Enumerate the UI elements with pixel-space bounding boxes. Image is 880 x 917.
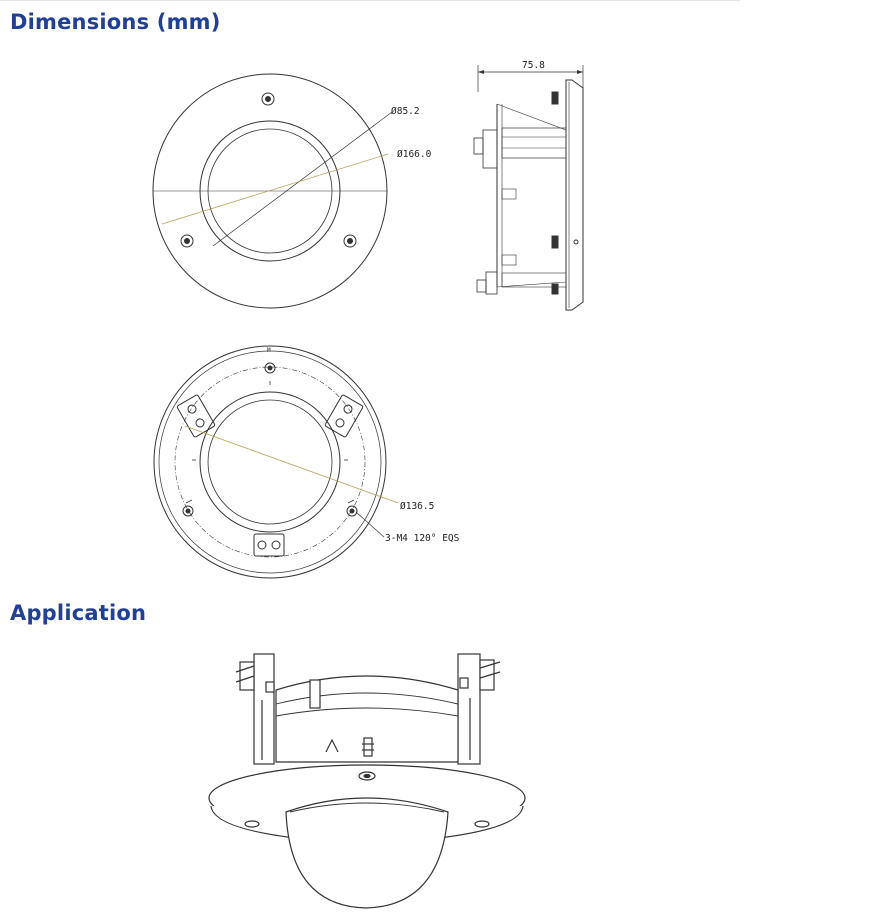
front-screw-left bbox=[180, 234, 194, 248]
side-screw-lower bbox=[551, 283, 559, 295]
side-view-drawing bbox=[473, 65, 584, 311]
side-dim-depth-label: 75.8 bbox=[522, 60, 545, 71]
back-screw-top bbox=[264, 362, 276, 374]
front-screw-top bbox=[261, 92, 275, 106]
left-bracket bbox=[235, 653, 275, 765]
housing-cylinder bbox=[275, 675, 459, 763]
front-dim-outer-label: Ø166.0 bbox=[397, 149, 432, 160]
application-illustration bbox=[208, 653, 526, 909]
application-heading: Application bbox=[10, 601, 147, 625]
back-view-drawing bbox=[153, 345, 399, 579]
back-dim-bolt-circle-label: Ø136.5 bbox=[400, 501, 434, 512]
back-screw-left bbox=[182, 505, 194, 517]
top-divider bbox=[0, 0, 740, 1]
dome bbox=[285, 797, 449, 909]
back-clamp-left bbox=[176, 394, 216, 438]
dimensions-heading: Dimensions (mm) bbox=[10, 10, 221, 34]
back-small-mark: M bbox=[267, 347, 271, 354]
back-screw-right bbox=[346, 505, 358, 517]
front-view-drawing bbox=[152, 73, 393, 309]
back-clamp-right bbox=[324, 394, 364, 438]
right-bracket bbox=[457, 653, 501, 765]
back-screw-note-label: 3-M4 120° EQS bbox=[385, 533, 460, 544]
back-clamp-bottom bbox=[253, 533, 285, 557]
side-screw-top bbox=[551, 91, 559, 105]
side-screw-bottom bbox=[551, 235, 559, 249]
front-screw-right bbox=[343, 234, 357, 248]
front-dim-inner-label: Ø85.2 bbox=[391, 106, 420, 117]
